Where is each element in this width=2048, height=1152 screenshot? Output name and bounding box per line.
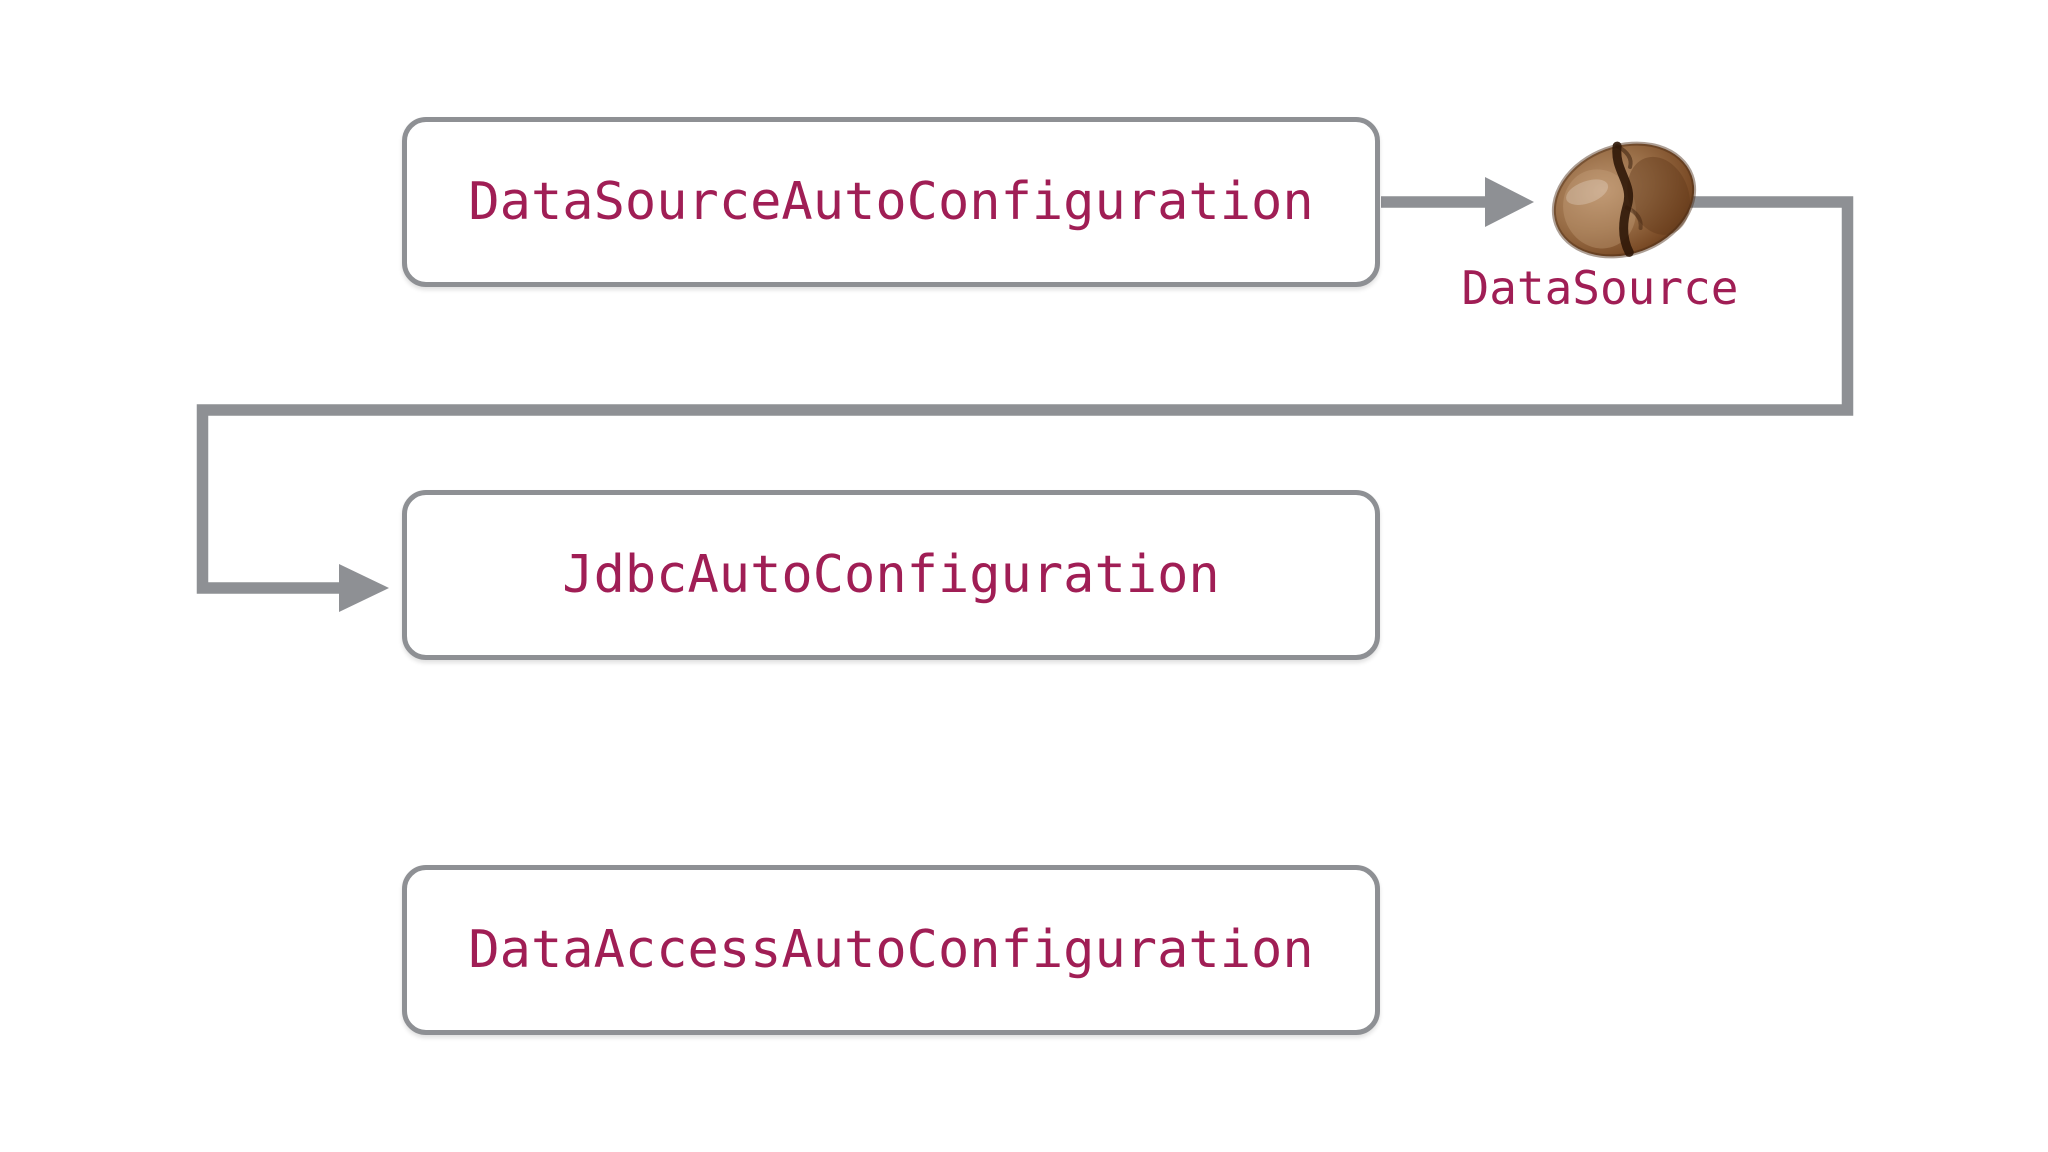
arrowhead-right-icon [339, 564, 389, 612]
node-label: JdbcAutoConfiguration [562, 545, 1220, 605]
arrow-datasourceconfig-to-bean [1381, 177, 1534, 227]
node-label: DataSourceAutoConfiguration [468, 172, 1314, 232]
coffee-bean-icon [1551, 141, 1697, 259]
bean-caption-datasource: DataSource [1461, 261, 1739, 315]
node-jdbc-auto-configuration: JdbcAutoConfiguration [402, 490, 1380, 660]
node-data-access-auto-configuration: DataAccessAutoConfiguration [402, 865, 1380, 1035]
arrowhead-right-icon [1485, 177, 1534, 227]
arrow-bean-to-jdbcconfig [196, 196, 1854, 612]
node-datasource-auto-configuration: DataSourceAutoConfiguration [402, 117, 1380, 287]
node-label: DataAccessAutoConfiguration [468, 920, 1314, 980]
